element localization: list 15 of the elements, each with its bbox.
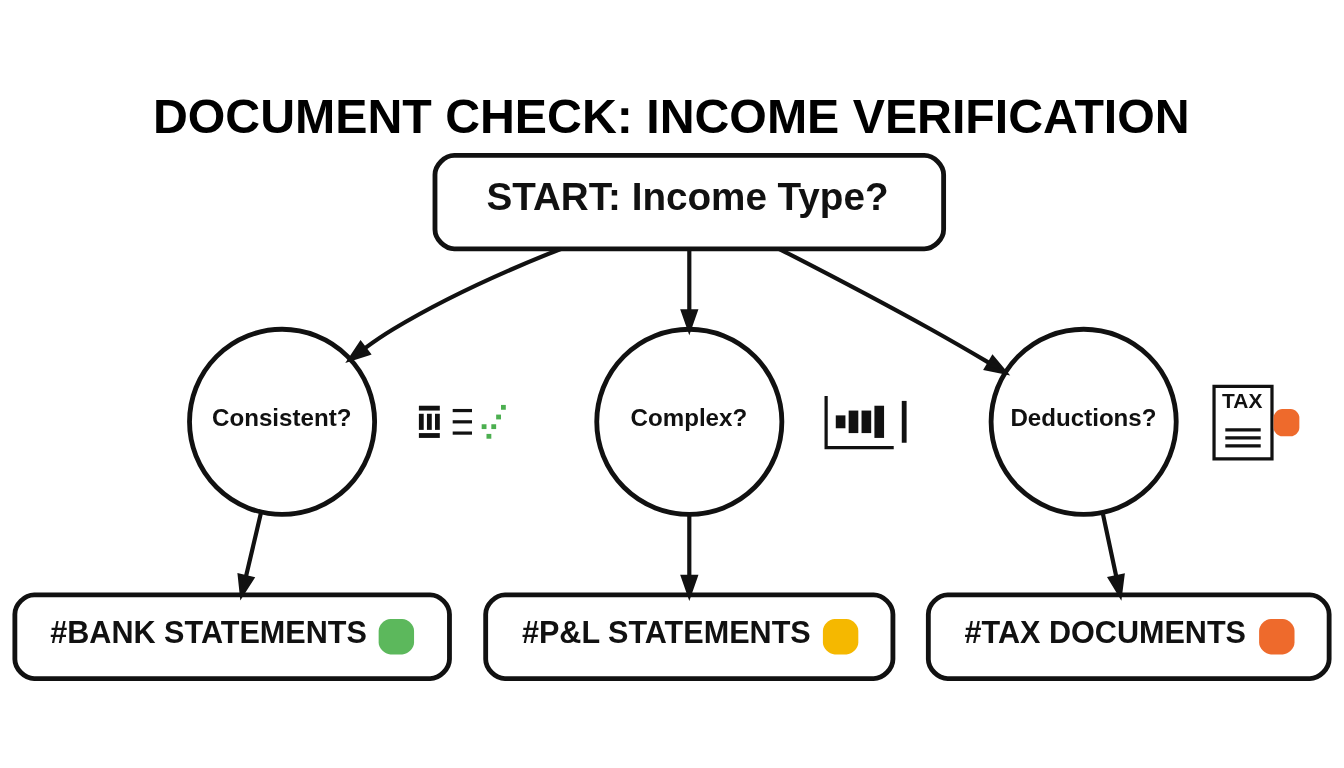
node-box: #P&L STATEMENTS (483, 592, 896, 681)
arrow (1100, 512, 1125, 601)
arrow (778, 247, 1011, 376)
node-circle: Consistent? (187, 326, 378, 517)
arrow (345, 247, 562, 364)
node-box: #TAX DOCUMENTS (925, 592, 1332, 681)
label: TAX (1222, 388, 1263, 412)
arrow (680, 514, 699, 601)
node-box: START: Income Type? (432, 153, 947, 252)
node-box: #BANK STATEMENTS (12, 592, 452, 681)
arrow (680, 249, 699, 336)
arrow (237, 512, 264, 601)
node-circle: Deductions? (988, 326, 1179, 517)
node-circle: Complex? (594, 326, 785, 517)
diagram-title: DOCUMENT CHECK: INCOME VERIFICATION (152, 88, 1190, 143)
